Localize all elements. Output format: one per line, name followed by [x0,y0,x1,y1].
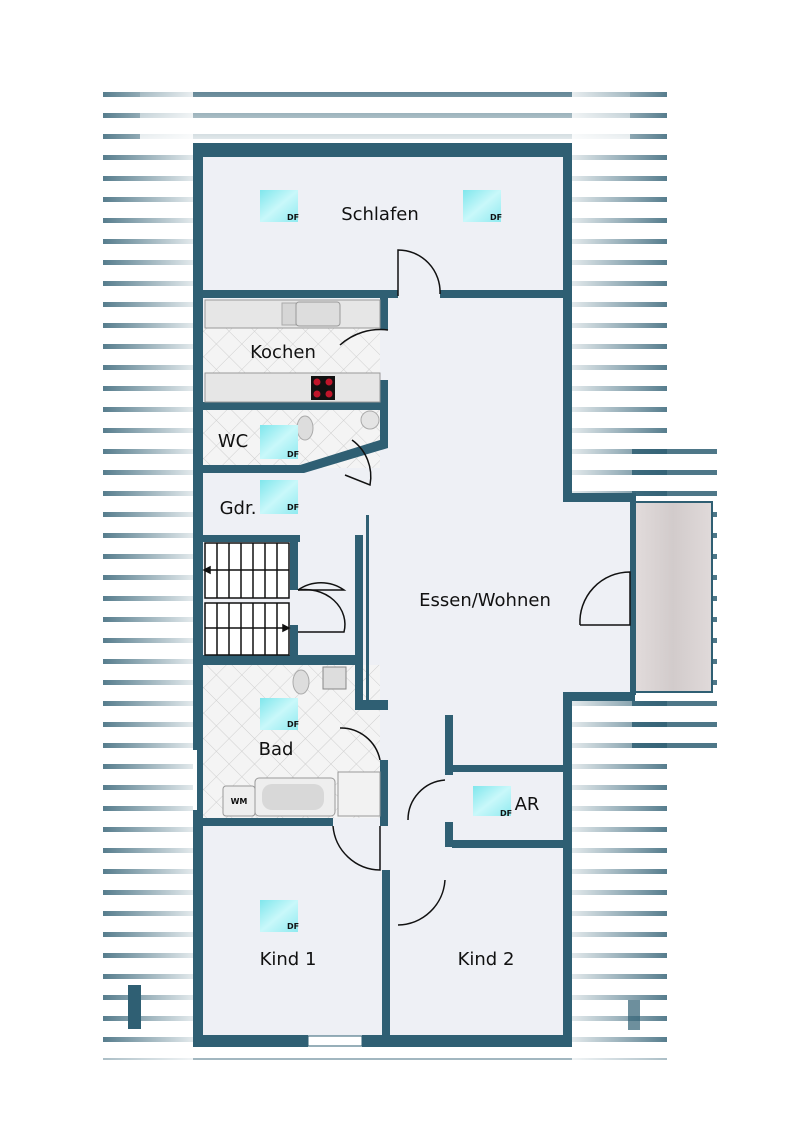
doors [297,249,631,926]
balcony [633,501,713,693]
skylight-icon [260,425,298,459]
skylight-icon [260,190,298,222]
room-label-gdr: Gdr. [220,498,257,519]
room-label-kind2: Kind 2 [458,949,515,970]
washing-machine-label: WM [231,797,248,806]
skylight-label: DF [500,809,512,818]
wc-sink-icon [360,410,380,430]
room-label-schlafen: Schlafen [341,204,419,225]
room-label-bad: Bad [259,739,294,760]
bad-sink-icon [322,666,347,690]
window-bottom [307,1035,363,1047]
skylight-icon [260,900,298,932]
room-label-essen-wohnen: Essen/Wohnen [419,590,551,611]
skylight-icon [463,190,501,222]
washing-machine-icon [222,785,256,817]
shower-icon [337,771,381,817]
room-label-wc: WC [218,431,248,452]
toilet-icon [296,415,314,441]
skylight-icon [260,698,298,730]
skylight-label: DF [287,213,299,222]
staircase [202,542,291,656]
kitchen-counter-top [204,299,381,329]
toilet-icon [292,669,310,695]
skylight-label: DF [287,450,299,459]
kitchen-counter-stove [204,372,381,403]
skylight-label: DF [287,720,299,729]
room-label-ar: AR [515,794,540,815]
room-label-kochen: Kochen [250,342,316,363]
skylight-icon [260,480,298,514]
skylight-label: DF [287,922,299,931]
skylights: DF DF DF DF DF DF DF [260,190,512,932]
walls [193,143,636,1047]
skylight-label: DF [287,503,299,512]
logo-watermark [128,985,640,1030]
skylight-label: DF [490,213,502,222]
skylight-icon [473,786,511,816]
room-label-kind1: Kind 1 [260,949,317,970]
